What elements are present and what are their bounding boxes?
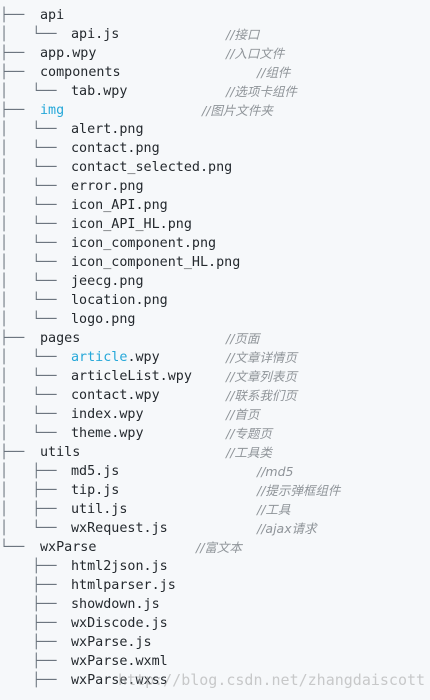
tree-item-name: app.wpy: [40, 46, 97, 61]
tree-guide: └──: [0, 540, 33, 555]
tree-item-name: logo.png: [71, 312, 136, 327]
name-suffix: .wpy: [127, 350, 160, 365]
tree-item-name: showdown.js: [71, 597, 160, 612]
tree-comment: //文章详情页: [226, 350, 297, 365]
tree-comment: //接口: [226, 27, 260, 42]
tree-guide: ├──: [0, 46, 33, 61]
tree-item-name: utils: [40, 445, 81, 460]
tree-comment: //工具类: [226, 445, 272, 460]
tree-item-name: jeecg.png: [71, 274, 144, 289]
tree-item-name: api: [40, 8, 65, 23]
tree-guide: ├──: [0, 103, 33, 118]
tree-item-name: wxDiscode.js: [71, 616, 168, 631]
tree-guide: │ └──: [0, 160, 65, 175]
tree-guide: │ └──: [0, 236, 65, 251]
tree-comment: //首页: [226, 407, 260, 422]
tree-item-name: html2json.js: [71, 559, 168, 574]
tree-comment: //专题页: [226, 426, 272, 441]
tree-guide: ├──: [0, 616, 65, 631]
tree-item-name: icon_API_HL.png: [71, 217, 192, 232]
tree-item-name: wxParse: [40, 540, 97, 555]
tree-guide: │ ├──: [0, 502, 65, 517]
tree-item-name: util.js: [71, 502, 128, 517]
tree-guide: │ └──: [0, 122, 65, 137]
tree-guide: ├──: [0, 445, 33, 460]
tree-item-name: icon_component_HL.png: [71, 255, 241, 270]
tree-item-name: api.js: [71, 27, 120, 42]
tree-guide: │ └──: [0, 179, 65, 194]
tree-item-name: icon_component.png: [71, 236, 217, 251]
tree-item-name: md5.js: [71, 464, 120, 479]
tree-guide: │ └──: [0, 388, 65, 403]
tree-item-name: tab.wpy: [71, 84, 128, 99]
tree-guide: ├──: [0, 597, 65, 612]
tree-guide: │ └──: [0, 407, 65, 422]
tree-guide: ├──: [0, 8, 33, 23]
tree-guide: │ ├──: [0, 483, 65, 498]
tree-guide: ├──: [0, 331, 33, 346]
tree-item-name: wxParse.wxml: [71, 654, 168, 669]
tree-comment: //联系我们页: [226, 388, 297, 403]
tree-guide: │ └──: [0, 350, 65, 365]
tree-guide: │ └──: [0, 255, 65, 270]
tree-guide: │ └──: [0, 84, 65, 99]
tree-guide: │ └──: [0, 426, 65, 441]
tree-item-name: contact.png: [71, 141, 160, 156]
highlighted-name: img: [40, 103, 65, 118]
tree-guide: ├──: [0, 65, 33, 80]
tree-guide: ├──: [0, 654, 65, 669]
tree-item-name: htmlparser.js: [71, 578, 176, 593]
tree-comment: //ajax请求: [257, 521, 317, 536]
tree-comment: //文章列表页: [226, 369, 297, 384]
tree-item-name: pages: [40, 331, 81, 346]
tree-comment: //提示弹框组件: [257, 483, 341, 498]
tree-guide: ├──: [0, 559, 65, 574]
tree-item-name: img: [40, 101, 64, 120]
tree-item-name: tip.js: [71, 483, 120, 498]
tree-guide: │ └──: [0, 274, 65, 289]
watermark: http://blog.csdn.net/zhangdaiscott: [118, 671, 426, 689]
tree-item-name: contact_selected.png: [71, 160, 233, 175]
tree-item-name: articleList.wpy: [71, 369, 192, 384]
tree-guide: ├──: [0, 578, 65, 593]
tree-guide: │ └──: [0, 312, 65, 327]
tree-guide: │ └──: [0, 141, 65, 156]
tree-comment: //md5: [257, 464, 294, 479]
tree-guide: ├──: [0, 673, 65, 688]
tree-item-name: theme.wpy: [71, 426, 144, 441]
tree-guide: │ └──: [0, 293, 65, 308]
tree-guide: │ └──: [0, 369, 65, 384]
tree-item-name: error.png: [71, 179, 144, 194]
tree-comment: //工具: [257, 502, 291, 517]
tree-comment: //组件: [257, 65, 291, 80]
tree-comment: //富文本: [196, 540, 242, 555]
highlighted-name: article: [71, 350, 128, 365]
tree-item-name: location.png: [71, 293, 168, 308]
tree-guide: │ └──: [0, 198, 65, 213]
tree-item-name: contact.wpy: [71, 388, 160, 403]
tree-comment: //入口文件: [226, 46, 285, 61]
tree-item-name: wxRequest.js: [71, 521, 168, 536]
tree-item-name: components: [40, 65, 121, 80]
tree-guide: ├──: [0, 635, 65, 650]
tree-comment: //页面: [226, 331, 260, 346]
tree-item-name: article.wpy: [71, 348, 160, 367]
tree-guide: │ └──: [0, 27, 65, 42]
tree-guide: │ └──: [0, 521, 65, 536]
tree-item-name: wxParse.wxss: [71, 673, 168, 688]
tree-guide: │ ├──: [0, 464, 65, 479]
tree-comment: //选项卡组件: [226, 84, 297, 99]
tree-comment: //图片文件夹: [202, 103, 273, 118]
tree-item-name: wxParse.js: [71, 635, 152, 650]
tree-item-name: alert.png: [71, 122, 144, 137]
tree-item-name: icon_API.png: [71, 198, 168, 213]
tree-item-name: index.wpy: [71, 407, 144, 422]
tree-guide: │ └──: [0, 217, 65, 232]
